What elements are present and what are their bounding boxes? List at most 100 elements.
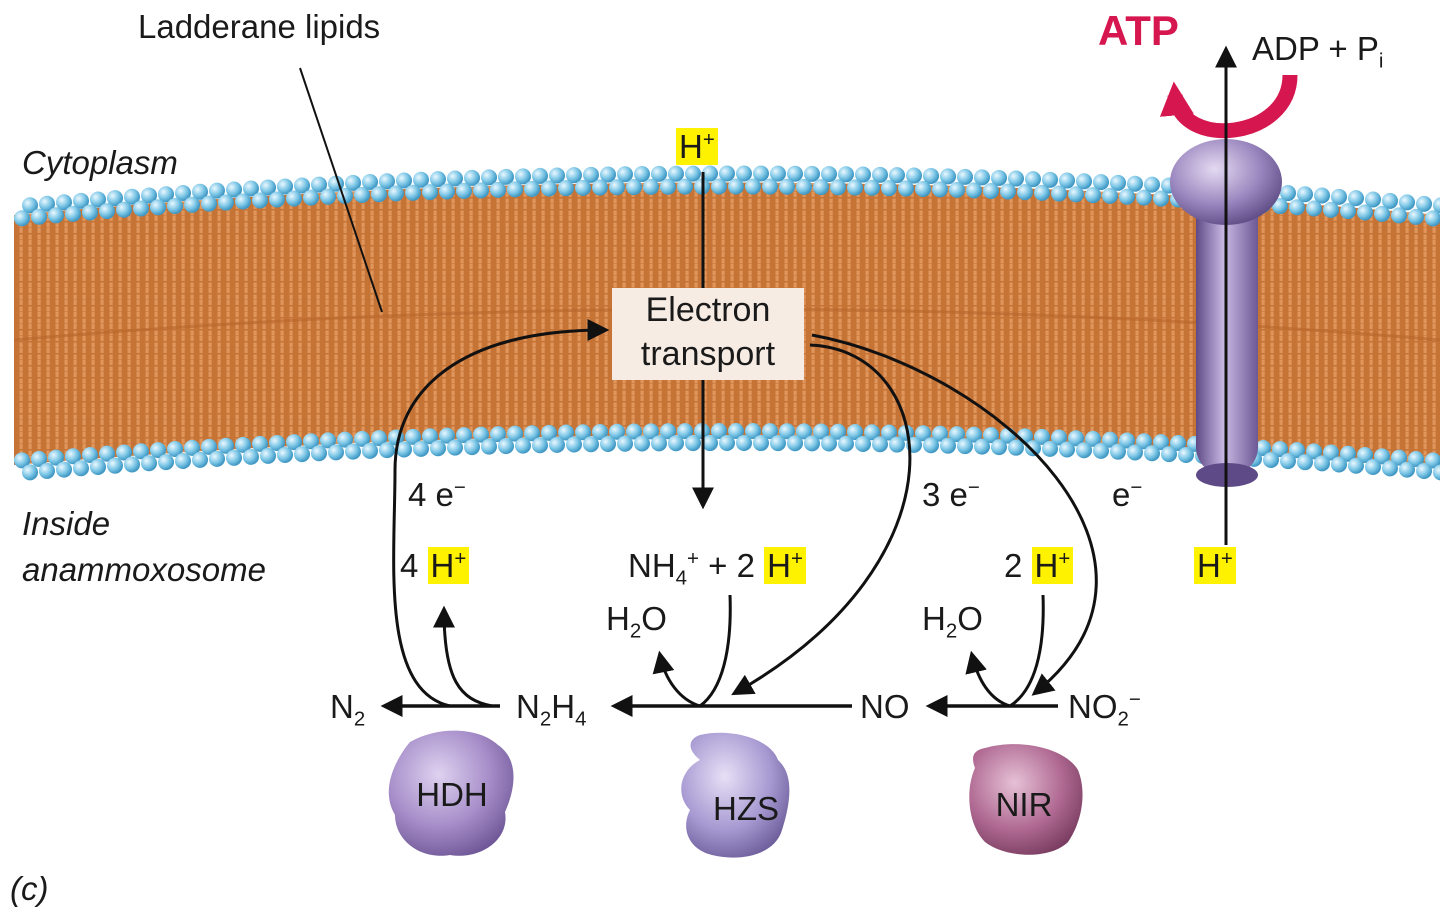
lipid-head	[490, 181, 506, 198]
lipid-head	[133, 443, 149, 460]
lipid-head	[787, 435, 803, 452]
lipid-head	[575, 179, 591, 196]
lipid-head	[915, 180, 931, 197]
lipid-head	[277, 446, 293, 463]
lipid-head	[600, 166, 616, 183]
label-n2h4: N2H4	[516, 688, 587, 731]
lipid-head	[634, 166, 650, 183]
electron-transport-line2: transport	[640, 335, 776, 373]
lipid-head	[99, 445, 115, 462]
lipid-head	[473, 426, 489, 443]
lipid-head	[1272, 198, 1288, 215]
lipid-head	[1331, 456, 1347, 473]
lipid-head	[286, 190, 302, 207]
arrow-2h-into-nir	[965, 594, 1045, 708]
lipid-head	[532, 437, 548, 454]
lipid-head	[1008, 439, 1024, 456]
lipid-head	[39, 195, 55, 212]
lipid-head	[1076, 173, 1092, 190]
lipid-head	[396, 441, 412, 458]
lipid-head	[1119, 432, 1135, 449]
lipid-head	[133, 200, 149, 217]
lipid-head	[779, 178, 795, 195]
lipid-head	[1102, 431, 1118, 448]
lipid-head	[507, 181, 523, 198]
arrow-3e-from-electron-transport	[731, 343, 912, 696]
lipid-head	[1153, 190, 1169, 207]
lipid-head	[932, 425, 948, 442]
lipid-head	[855, 435, 871, 452]
lipid-head	[345, 443, 361, 460]
lipid-head	[728, 423, 744, 440]
lipid-head	[1042, 171, 1058, 188]
lipid-head	[1408, 451, 1424, 468]
lipid-head	[1272, 441, 1288, 458]
lipid-head	[430, 440, 446, 457]
atp-curve-arrow	[1159, 74, 1298, 139]
lipid-head	[728, 178, 744, 195]
h-plus-highlight: H+	[676, 128, 718, 165]
lipid-head	[1289, 442, 1305, 459]
adp-label: ADP + Pi	[1252, 32, 1383, 72]
lipid-head	[524, 425, 540, 442]
enzyme-hzs-shape	[681, 732, 790, 858]
lipid-head	[379, 173, 395, 190]
lipid-head	[634, 435, 650, 452]
enzyme-hdh-shape	[388, 730, 514, 856]
lipid-head	[430, 171, 446, 188]
lipid-head	[1365, 191, 1381, 208]
lipid-head	[1102, 187, 1118, 204]
lipid-head	[260, 447, 276, 464]
label-no2: NO2−	[1068, 688, 1141, 731]
lipid-head	[362, 174, 378, 191]
lipid-head	[1161, 446, 1177, 463]
lipid-head	[1289, 199, 1305, 216]
lipid-head	[388, 185, 404, 202]
lipid-head	[226, 181, 242, 198]
lipid-head	[226, 449, 242, 466]
lipid-head	[124, 188, 140, 205]
lipid-head	[651, 435, 667, 452]
lipid-head	[864, 424, 880, 441]
lipid-head	[294, 446, 310, 463]
lipid-head	[175, 452, 191, 469]
lipid-head	[1416, 195, 1432, 212]
lipid-head	[1153, 434, 1169, 451]
enzyme-hzs-label: HZS	[713, 790, 779, 827]
lipid-head	[116, 444, 132, 461]
lipid-head	[583, 436, 599, 453]
lipid-head	[762, 423, 778, 440]
lipid-head	[915, 425, 931, 442]
lipid-head	[1144, 445, 1160, 462]
lipid-head	[209, 182, 225, 199]
arrow-nh4-into-hzs	[652, 594, 732, 708]
lipid-head	[22, 464, 38, 481]
lipid-head	[1059, 441, 1075, 458]
enzyme-nir-shape	[969, 744, 1083, 855]
arrow-e-from-electron-transport	[811, 333, 1098, 696]
lipid-head	[1017, 184, 1033, 201]
lipid-head	[1425, 210, 1440, 227]
lipid-head	[507, 425, 523, 442]
lipid-head	[56, 194, 72, 211]
lipid-head	[702, 435, 718, 452]
lipid-head	[991, 169, 1007, 186]
lipid-head	[626, 423, 642, 440]
label-h2o-nir: H2O	[922, 600, 983, 643]
lipid-head	[753, 165, 769, 182]
lipid-head	[1331, 188, 1347, 205]
lipid-head	[600, 435, 616, 452]
lipid-head	[209, 450, 225, 467]
lipid-head	[439, 427, 455, 444]
lipid-head	[1314, 455, 1330, 472]
lipid-head	[549, 167, 565, 184]
lipid-head	[167, 197, 183, 214]
lipid-head	[702, 165, 718, 182]
lipid-head	[821, 435, 837, 452]
lipid-head	[379, 442, 395, 459]
lipid-head	[39, 462, 55, 479]
lipid-head	[711, 178, 727, 195]
lipid-head	[643, 423, 659, 440]
lipid-head	[966, 182, 982, 199]
